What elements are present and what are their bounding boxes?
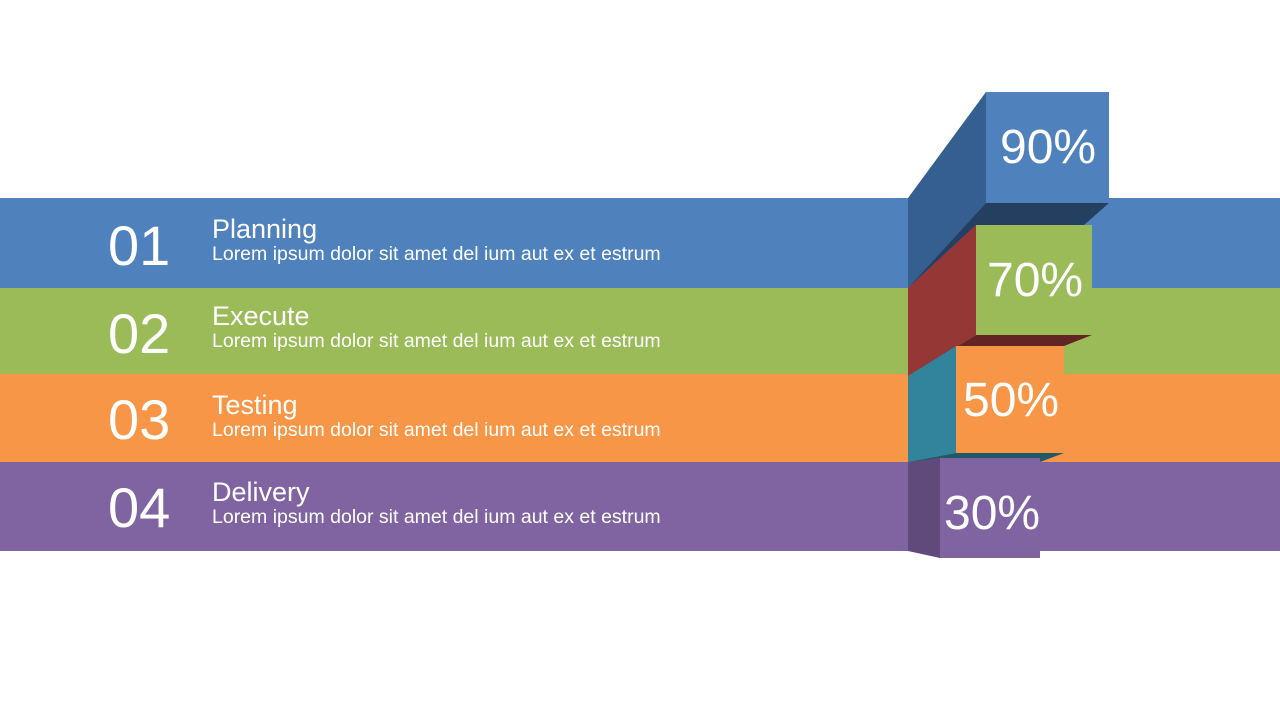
step-band-testing: 03 Testing Lorem ipsum dolor sit amet de… xyxy=(0,374,1280,462)
step-description: Lorem ipsum dolor sit amet del ium aut e… xyxy=(212,243,661,265)
block-side-90 xyxy=(908,92,986,288)
step-title: Planning xyxy=(212,214,318,244)
block-face-30 xyxy=(940,458,1040,558)
step-band-delivery: 04 Delivery Lorem ipsum dolor sit amet d… xyxy=(0,462,1280,551)
step-number: 04 xyxy=(108,476,171,539)
block-bottom-70 xyxy=(908,335,1092,376)
step-title: Delivery xyxy=(212,477,310,507)
step-description: Lorem ipsum dolor sit amet del ium aut e… xyxy=(212,506,661,528)
step-number: 01 xyxy=(108,214,171,277)
block-side-50 xyxy=(908,346,956,462)
step-title: Testing xyxy=(212,390,298,420)
block-side-30 xyxy=(908,458,940,558)
block-face-50 xyxy=(956,346,1064,453)
block-face-90 xyxy=(986,92,1109,203)
step-number: 03 xyxy=(108,388,171,451)
block-percent-90: 90% xyxy=(1000,121,1096,174)
step-title: Execute xyxy=(212,301,310,331)
block-bottom-90 xyxy=(908,203,1109,288)
step-number: 02 xyxy=(108,302,171,365)
block-percent-70: 70% xyxy=(987,254,1083,307)
block-side-70 xyxy=(908,225,976,376)
block-percent-50: 50% xyxy=(963,374,1059,427)
step-description: Lorem ipsum dolor sit amet del ium aut e… xyxy=(212,330,661,352)
block-face-70 xyxy=(976,225,1092,335)
step-description: Lorem ipsum dolor sit amet del ium aut e… xyxy=(212,419,661,441)
block-percent-30: 30% xyxy=(944,487,1040,540)
